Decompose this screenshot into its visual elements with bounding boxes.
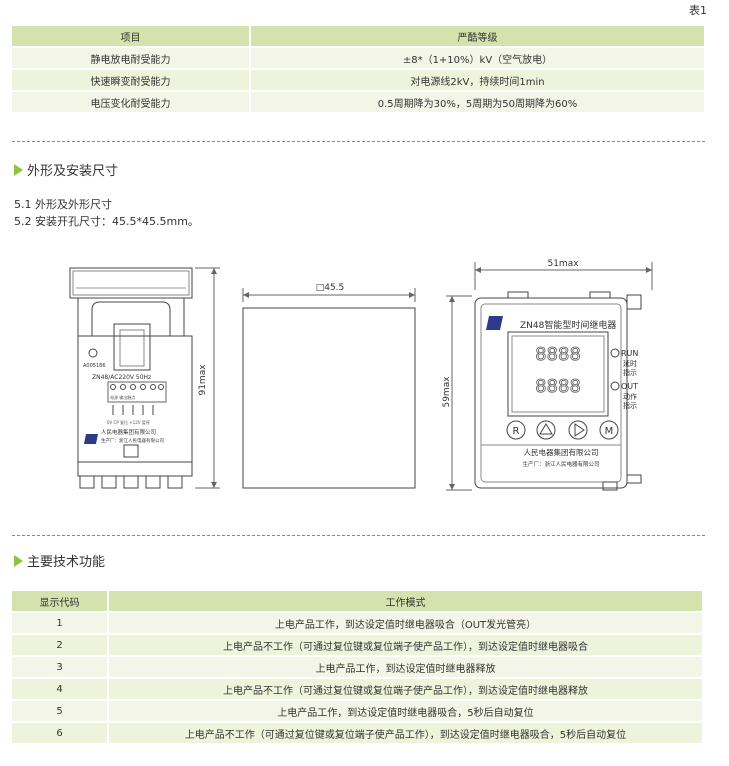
- table-cell: 1: [12, 611, 109, 634]
- run-sub1: 延时: [623, 359, 637, 368]
- triangle-bullet-icon: [14, 554, 23, 567]
- function-table: 显示代码 工作模式 1 上电产品工作，到达设定值时继电器吸合（OUT发光管亮） …: [12, 591, 702, 743]
- spec-table-1: 项目 严酷等级 静电放电耐受能力 ±8*（1+10%）kV（空气放电） 快速瞬变…: [12, 26, 704, 112]
- table-cell: 3: [12, 655, 109, 678]
- run-sub2: 指示: [623, 368, 637, 377]
- table-cell: 上电产品不工作（可通过复位键或复位端子使产品工作），到达设定值时继电器吸合: [108, 633, 702, 656]
- table-row: 电压变化耐受能力 0.5周期降为30%，5周期为50周期降为60%: [12, 90, 704, 112]
- column-header: 项目: [12, 26, 251, 47]
- table-header-row: 项目 严酷等级: [12, 26, 704, 47]
- column-header: 严酷等级: [250, 26, 704, 47]
- subsection-5-1: 5.1 外形及外形尺寸: [14, 198, 112, 211]
- top-view-drawing: [242, 288, 416, 489]
- column-header: 显示代码: [12, 591, 109, 612]
- table-cell: 静电放电耐受能力: [12, 46, 251, 69]
- device-title: ZN48智能型时间继电器: [520, 319, 616, 331]
- table-row: 5 上电产品工作，到达设定值时继电器吸合，5秒后自动复位: [12, 699, 702, 722]
- front-maker-label: 生产厂：浙江人民电器有限公司: [522, 460, 599, 468]
- height-dimension-label: 91max: [198, 364, 208, 396]
- table-cell: 对电源线2kV，持续时间1min: [250, 68, 704, 91]
- table-cell: 6: [12, 721, 109, 743]
- subsection-5-2: 5.2 安装开孔尺寸：45.5*45.5mm。: [14, 215, 199, 228]
- width-dimension-label: □45.5: [316, 283, 345, 293]
- mode-button-label: M: [605, 426, 614, 437]
- run-label: RUN: [621, 349, 638, 358]
- front-view-drawing: [446, 262, 653, 491]
- terminal-labels: 电源 输出触点: [110, 394, 135, 400]
- table-cell: 上电产品不工作（可通过复位键或复位端子使产品工作），到达设定值时继电器吸合，5秒…: [108, 721, 702, 743]
- section-divider: [12, 141, 705, 142]
- table-cell: 电压变化耐受能力: [12, 90, 251, 112]
- table-cell: 上电产品工作，到达设定值时继电器释放: [108, 655, 702, 678]
- table-row: 1 上电产品工作，到达设定值时继电器吸合（OUT发光管亮）: [12, 611, 702, 634]
- section-title: 主要技术功能: [27, 555, 106, 570]
- out-label: OUT: [621, 382, 638, 391]
- section-divider: [12, 535, 705, 536]
- table-row: 静电放电耐受能力 ±8*（1+10%）kV（空气放电）: [12, 46, 704, 69]
- table-cell: 快速瞬变耐受能力: [12, 68, 251, 91]
- cert-code: A005186: [83, 363, 106, 369]
- table-caption: 表1: [689, 4, 707, 17]
- reset-button-label: R: [513, 426, 520, 437]
- table-header-row: 显示代码 工作模式: [12, 591, 702, 612]
- side-company-label: 人民电器集团有限公司: [101, 428, 156, 436]
- front-width-label: 51max: [547, 259, 579, 269]
- table-cell: 4: [12, 677, 109, 700]
- front-company-label: 人民电器集团有限公司: [524, 447, 599, 457]
- section-title: 外形及安装尺寸: [27, 164, 119, 179]
- side-view-drawing: [69, 267, 220, 489]
- section-heading-dimensions: 外形及安装尺寸: [14, 160, 118, 179]
- dimension-drawings: 91max A005186 ZN48/AC220V 50Hz 电源 输出触点 0…: [69, 259, 653, 491]
- table-row: 2 上电产品不工作（可通过复位键或复位端子使产品工作），到达设定值时继电器吸合: [12, 633, 702, 656]
- table-row: 4 上电产品不工作（可通过复位键或复位端子使产品工作），到达设定值时继电器释放: [12, 677, 702, 700]
- table-cell: 上电产品工作，到达设定值时继电器吸合（OUT发光管亮）: [108, 611, 702, 634]
- model-label: ZN48/AC220V 50Hz: [92, 374, 151, 381]
- table-cell: 上电产品工作，到达设定值时继电器吸合，5秒后自动复位: [108, 699, 702, 722]
- lower-display-digits: 8888: [535, 376, 581, 397]
- triangle-bullet-icon: [14, 163, 23, 176]
- table-cell: 2: [12, 633, 109, 656]
- out-sub1: 动作: [623, 392, 637, 401]
- section-heading-functions: 主要技术功能: [14, 551, 105, 570]
- table-row: 6 上电产品不工作（可通过复位键或复位端子使产品工作），到达设定值时继电器吸合，…: [12, 721, 702, 743]
- table-cell: 上电产品不工作（可通过复位键或复位端子使产品工作），到达设定值时继电器释放: [108, 677, 702, 700]
- table-row: 3 上电产品工作，到达设定值时继电器释放: [12, 655, 702, 678]
- out-sub2: 指示: [623, 401, 637, 410]
- table-row: 快速瞬变耐受能力 对电源线2kV，持续时间1min: [12, 68, 704, 91]
- upper-display-digits: 8888: [535, 344, 581, 365]
- side-maker-label: 生产厂：浙江人民电器有限公司: [101, 437, 164, 444]
- table-cell: ±8*（1+10%）kV（空气放电）: [250, 46, 704, 69]
- table-cell: 5: [12, 699, 109, 722]
- front-height-label: 59max: [442, 376, 452, 408]
- bottom-terminal-labels: 0V CP 复位 +12V 暂停: [107, 419, 150, 425]
- table-cell: 0.5周期降为30%，5周期为50周期降为60%: [250, 90, 704, 112]
- column-header: 工作模式: [108, 591, 702, 612]
